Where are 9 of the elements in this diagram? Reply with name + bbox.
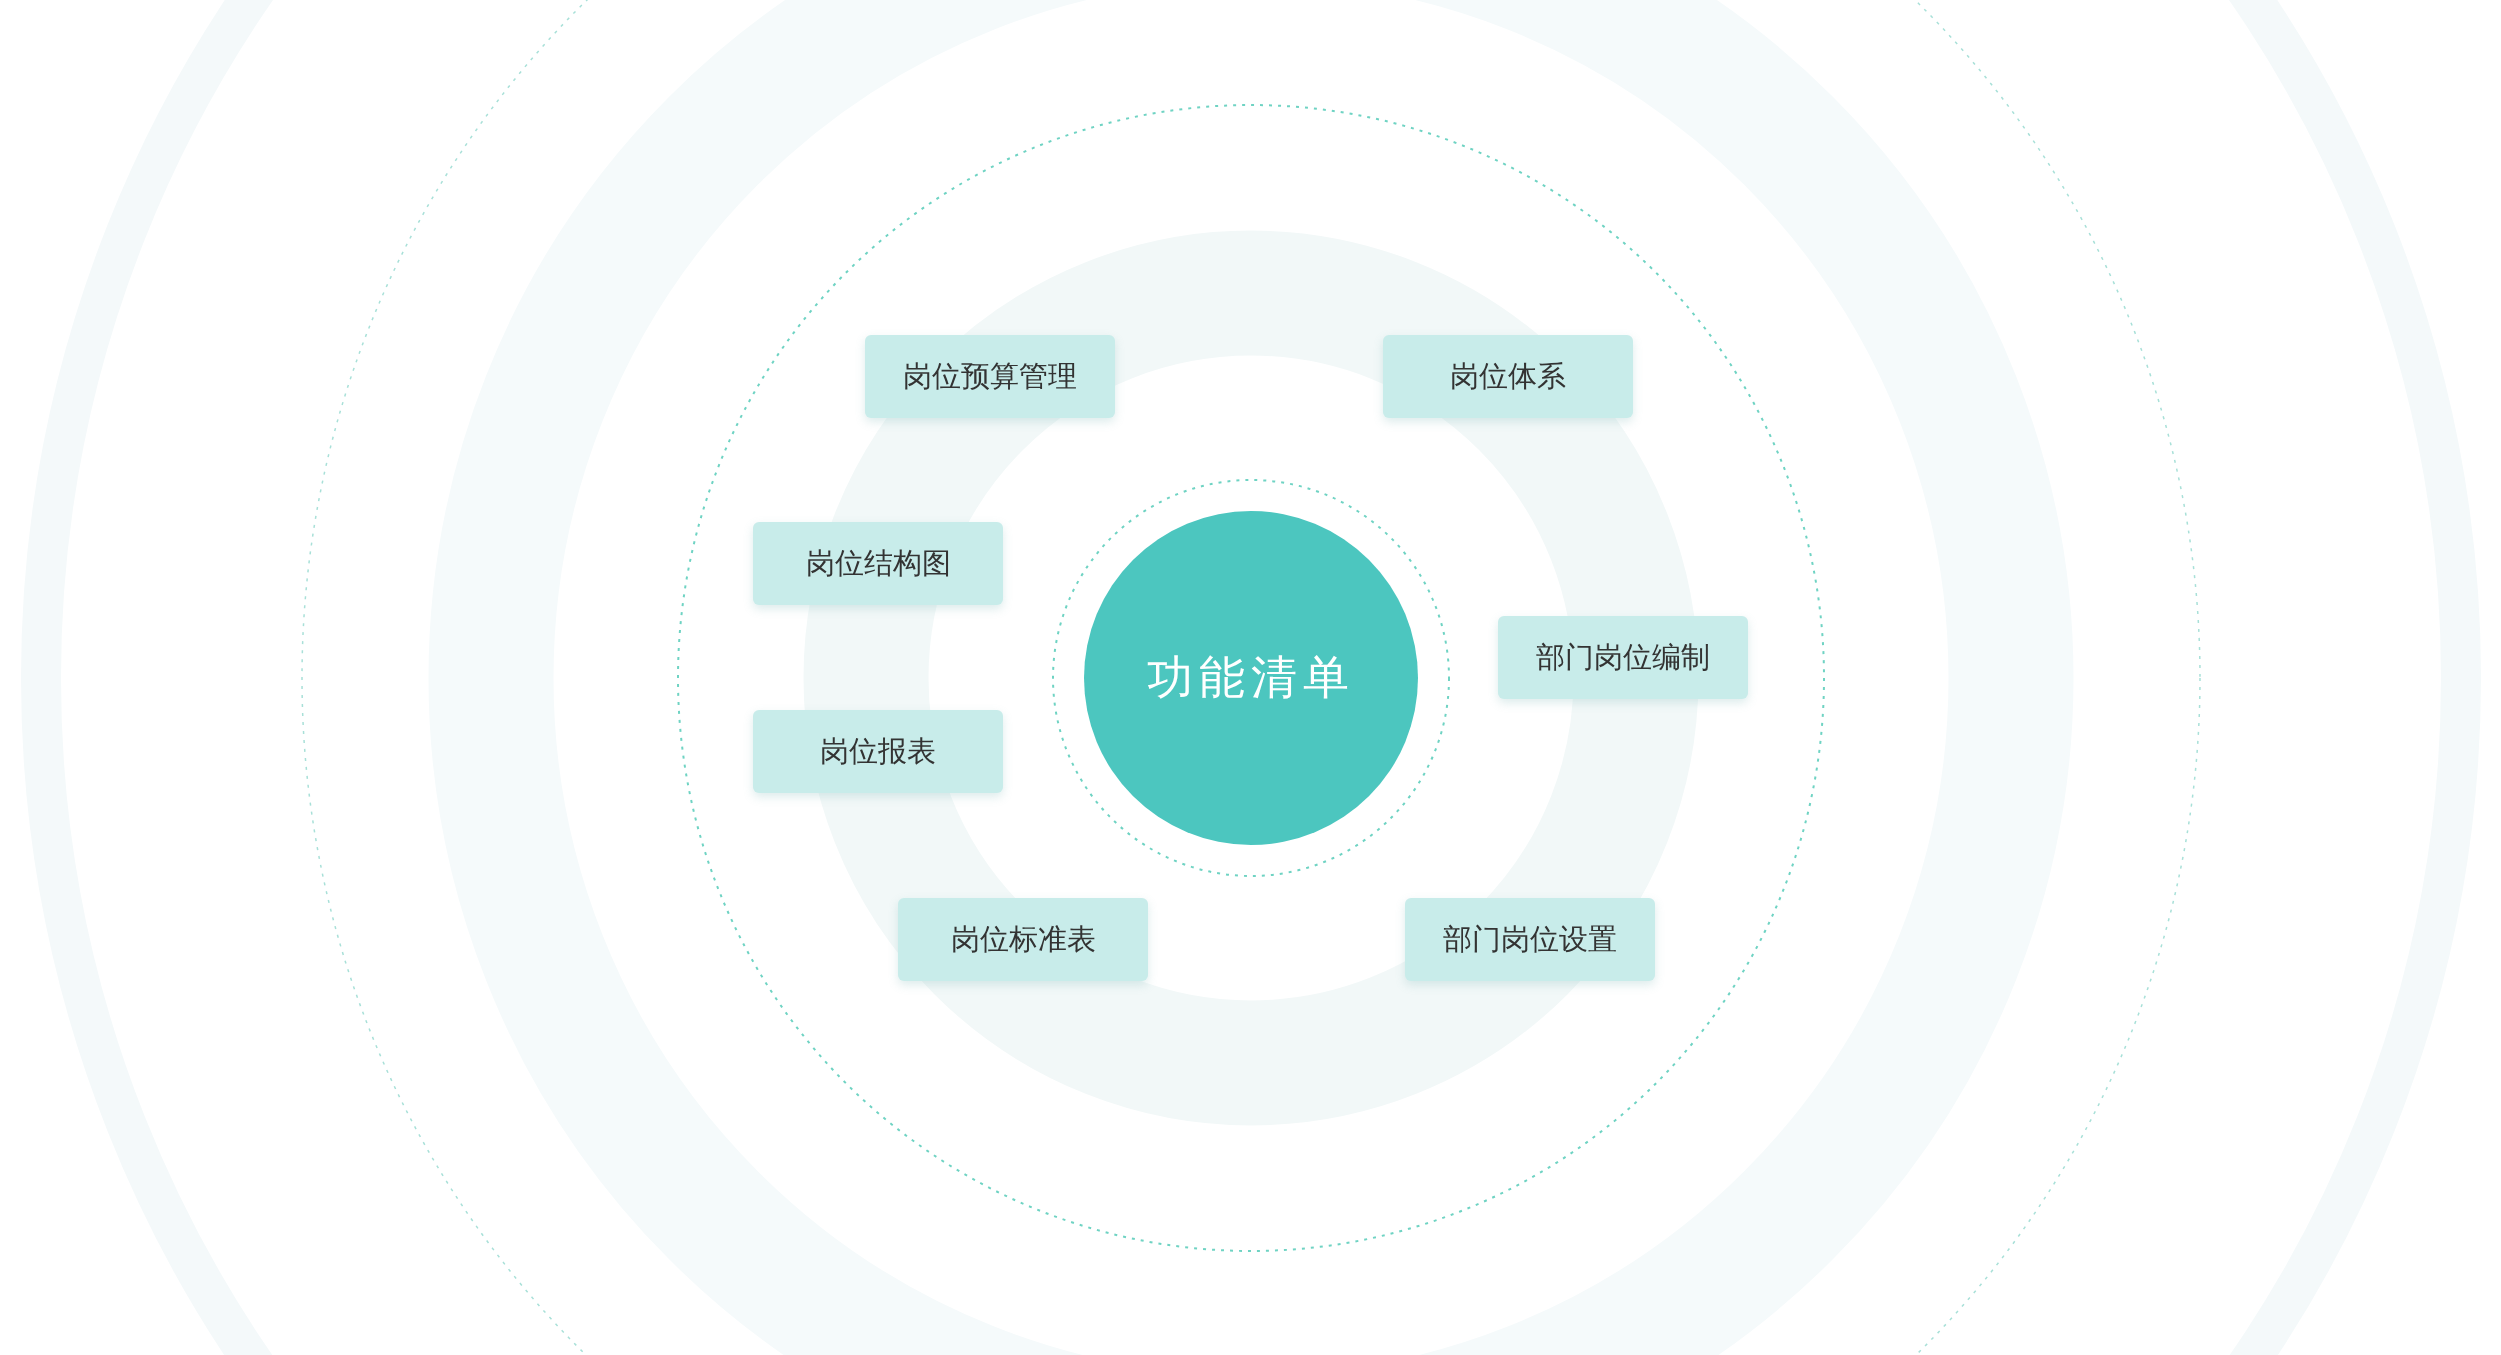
feature-box: 岗位体系 [1383, 335, 1633, 418]
feature-box: 部门岗位设置 [1405, 898, 1655, 981]
feature-box: 岗位结构图 [753, 522, 1003, 605]
hub-circle [1084, 511, 1418, 845]
feature-box: 岗位报表 [753, 710, 1003, 793]
hub-title: 功能清单 [1147, 649, 1355, 706]
feature-box: 部门岗位编制 [1498, 616, 1748, 699]
feature-box: 岗位标准表 [898, 898, 1148, 981]
feature-box: 岗位预算管理 [865, 335, 1115, 418]
